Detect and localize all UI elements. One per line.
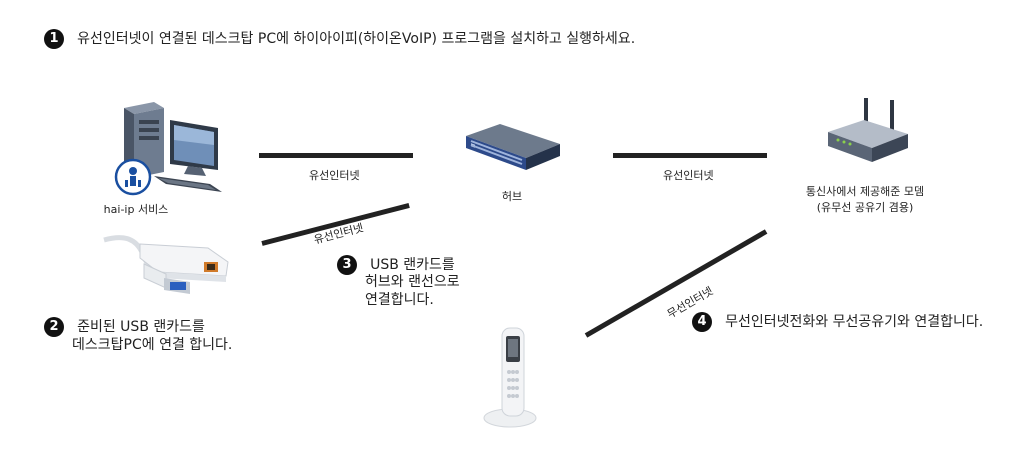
hai-ip-badge [114, 158, 152, 200]
step-3-number: 3 [337, 254, 357, 275]
wire-hub-modem [613, 153, 767, 158]
step-3-line2: 허브와 랜선으로 [365, 274, 460, 290]
hub-illustration [462, 122, 562, 178]
cordless-phone-icon [483, 327, 537, 428]
wireless-router-icon [828, 98, 908, 162]
step-2: 2 준비된 USB 랜카드를 [44, 316, 205, 337]
network-hub-icon [466, 124, 560, 170]
step-4: 4 무선인터넷전화와 무선공유기와 연결합니다. [692, 311, 983, 332]
desktop-pc-icon [124, 102, 222, 192]
wireless-phone-illustration [482, 326, 542, 434]
step-2-line2: 데스크탑PC에 연결 합니다. [72, 337, 233, 353]
step-3: 3 USB 랜카드를 [337, 254, 455, 275]
step-4-number: 4 [692, 311, 712, 332]
step-3-line3: 연결합니다. [365, 292, 434, 308]
wire-pc-hub [259, 153, 413, 158]
wire-hub-modem-label: 유선인터넷 [663, 169, 714, 182]
pc-caption: hai-ip 서비스 [103, 203, 169, 216]
usb-lan-card-illustration [96, 226, 236, 305]
modem-caption-line2: (유무선 공유기 겸용) [816, 201, 914, 214]
step-2-line1: 준비된 USB 랜카드를 [77, 319, 205, 335]
step-2-number: 2 [44, 316, 64, 337]
step-1: 1 유선인터넷이 연결된 데스크탑 PC에 하이아이피(하이온VoIP) 프로그… [44, 28, 635, 49]
step-1-number: 1 [44, 28, 64, 49]
step-4-text: 무선인터넷전화와 무선공유기와 연결합니다. [725, 314, 984, 330]
step-1-text: 유선인터넷이 연결된 데스크탑 PC에 하이아이피(하이온VoIP) 프로그램을… [77, 31, 636, 47]
hai-ip-logo-icon [114, 158, 152, 196]
desktop-pc-illustration [112, 100, 232, 200]
step-3-line1: USB 랜카드를 [370, 257, 455, 273]
modem-illustration [824, 96, 910, 172]
usb-lan-card-icon [103, 235, 229, 294]
hub-caption: 허브 [501, 190, 523, 203]
wire-pc-hub-label: 유선인터넷 [309, 169, 360, 182]
modem-caption-line1: 통신사에서 제공해준 모뎀 [805, 185, 925, 198]
